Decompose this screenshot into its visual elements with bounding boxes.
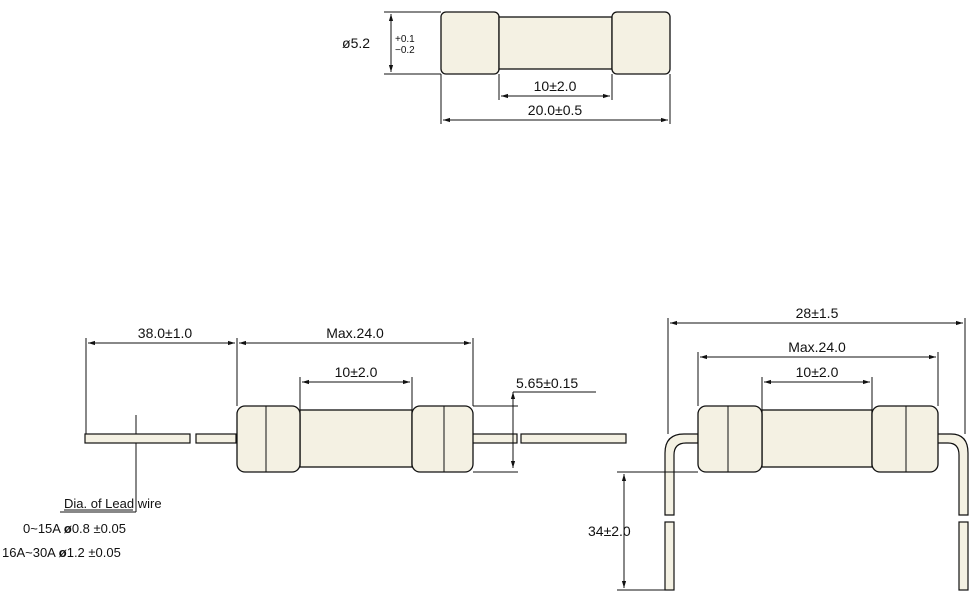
bent-body-length-dimension: 10±2.0	[761, 364, 873, 410]
axial-cap-diameter-label: 5.65±0.15	[516, 375, 578, 391]
bent-overall-width-label: 28±1.5	[796, 305, 839, 321]
bent-right-lead-top	[936, 433, 969, 516]
axial-right-lead-outer	[520, 433, 627, 444]
axial-fuse	[84, 405, 627, 510]
bent-left-cap	[697, 405, 763, 473]
lead-wire-note: Dia. of Lead wire 0~15A ø0.8 ±0.05 16A~3…	[2, 496, 162, 560]
axial-body-length-dimension: 10±2.0	[299, 364, 413, 410]
bent-overall-width-dimension: 28±1.5	[667, 305, 966, 434]
axial-max-length-dimension: Max.24.0	[239, 325, 474, 406]
axial-body-length-label: 10±2.0	[335, 364, 378, 380]
bent-left-lead-top	[664, 433, 699, 516]
top-total-length-label: 20.0±0.5	[528, 102, 583, 118]
top-fuse-body	[498, 16, 613, 70]
axial-left-lead-outer	[84, 433, 191, 444]
top-diameter-tol-plus: +0.1	[395, 34, 415, 45]
top-body-length-dimension: 10±2.0	[498, 74, 613, 100]
top-diameter-tol-minus: −0.2	[395, 45, 415, 56]
axial-fuse-body	[299, 409, 413, 468]
top-body-length-label: 10±2.0	[534, 78, 577, 94]
lead-wire-note-title: Dia. of Lead wire	[64, 496, 162, 511]
lead-wire-row-2: 16A~30A ø1.2 ±0.05	[2, 545, 121, 560]
bent-fuse-body	[761, 409, 873, 468]
bent-max-length-dimension: Max.24.0	[697, 339, 939, 406]
bent-right-cap	[871, 405, 939, 473]
bent-right-lead-bottom	[958, 521, 969, 591]
top-diameter-label: ø5.2	[342, 35, 370, 51]
bent-lead-height-label: 34±2.0	[588, 523, 631, 539]
axial-lead-length-dimension: 38.0±1.0	[85, 325, 238, 434]
bent-lead-height-dimension: 34±2.0	[588, 471, 698, 591]
bent-body-length-label: 10±2.0	[796, 364, 839, 380]
top-diameter-dimension: ø5.2 +0.1 −0.2	[342, 11, 441, 75]
bent-max-length-label: Max.24.0	[788, 339, 846, 355]
top-view-fuse	[440, 11, 671, 75]
axial-cap-diameter-dimension: 5.65±0.15	[473, 375, 596, 473]
axial-right-cap	[411, 405, 474, 473]
bent-left-lead-bottom	[664, 521, 675, 591]
axial-max-length-label: Max.24.0	[326, 325, 384, 341]
bent-fuse	[664, 405, 969, 591]
top-right-cap	[611, 11, 671, 75]
lead-wire-row-1: 0~15A ø0.8 ±0.05	[23, 521, 126, 536]
top-left-cap	[440, 11, 500, 75]
axial-lead-length-label: 38.0±1.0	[138, 325, 193, 341]
axial-left-cap	[236, 405, 301, 473]
axial-right-lead-inner	[471, 433, 518, 444]
top-total-length-dimension: 20.0±0.5	[440, 74, 671, 124]
axial-left-lead-inner	[195, 433, 237, 444]
